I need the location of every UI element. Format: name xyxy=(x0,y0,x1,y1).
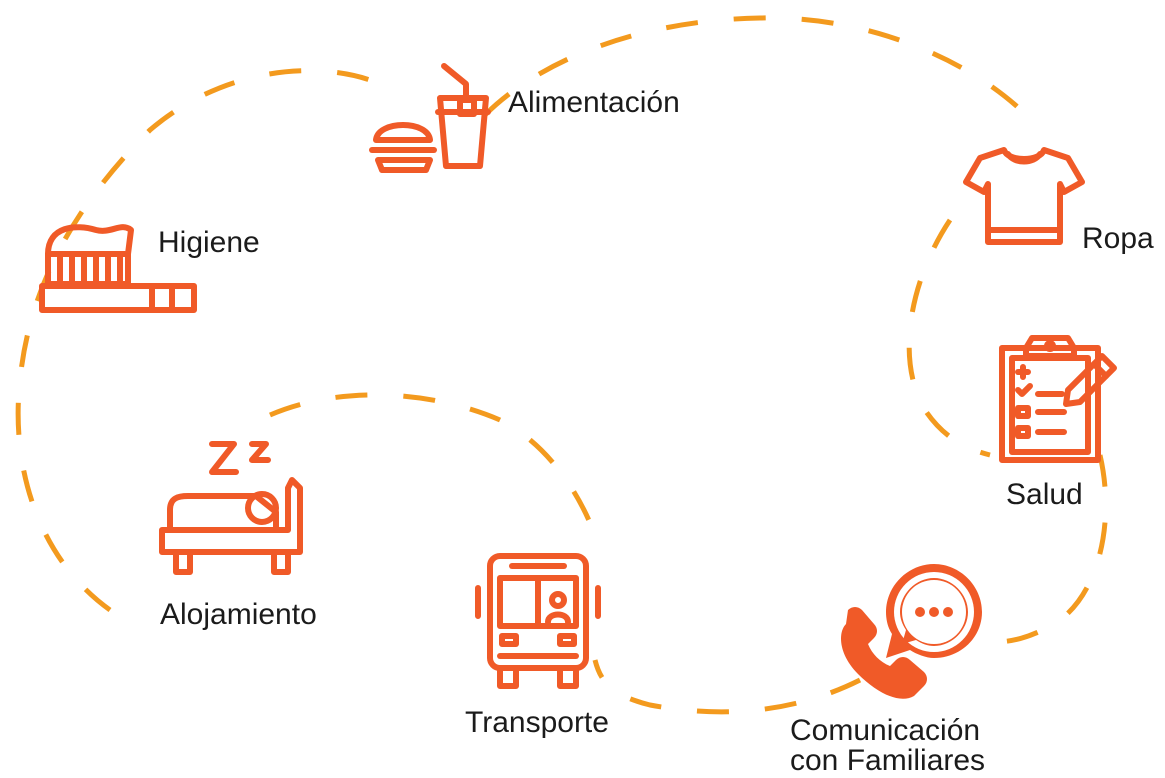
label-alojamiento: Alojamiento xyxy=(160,598,317,631)
label-salud: Salud xyxy=(1006,478,1083,511)
bed-sleeping-icon xyxy=(156,436,306,578)
tshirt-icon xyxy=(960,144,1090,248)
label-alimentacion: Alimentación xyxy=(508,86,680,119)
label-higiene: Higiene xyxy=(158,226,260,259)
label-comunicacion-line1: Comunicación xyxy=(790,714,981,747)
medical-clipboard-icon xyxy=(996,334,1122,464)
phone-chat-icon xyxy=(836,564,986,706)
toothbrush-icon xyxy=(36,216,201,316)
label-comunicacion-line2: con Familiares xyxy=(790,744,986,777)
label-transporte: Transporte xyxy=(465,706,609,739)
bus-icon xyxy=(472,548,604,694)
burger-and-drink-icon xyxy=(368,60,498,178)
label-ropa: Ropa xyxy=(1082,222,1154,255)
